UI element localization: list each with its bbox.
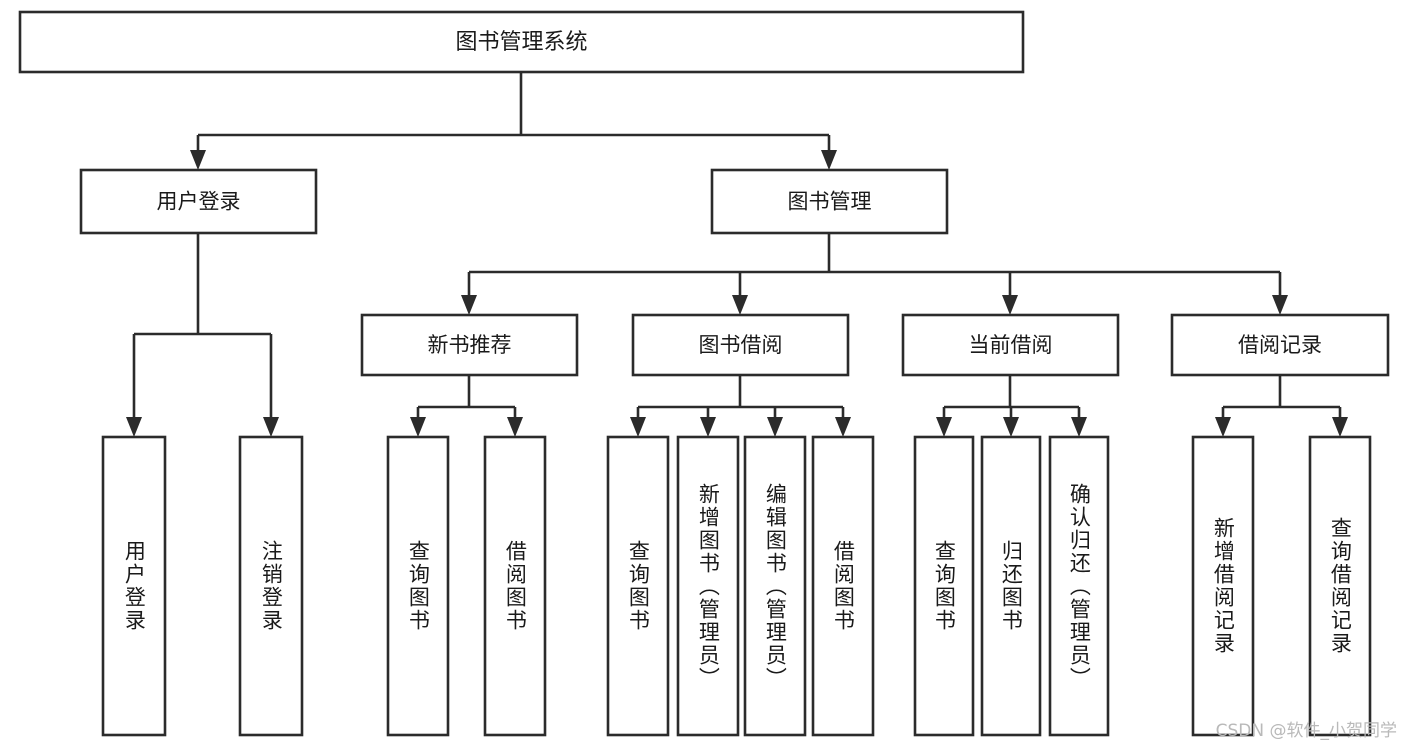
node-box-leaf-add-borrow-record[interactable]: [1191, 435, 1255, 737]
connector-arrowhead: [732, 295, 748, 315]
node-box-user-login[interactable]: [79, 168, 318, 235]
connector-arrowhead: [410, 417, 426, 437]
node-label-user-login: 用户登录: [157, 190, 241, 214]
node-box-leaf-query-book-current[interactable]: [913, 435, 975, 737]
connector-arrowhead: [1002, 295, 1018, 315]
connector-layer: [126, 72, 1348, 437]
connector-arrowhead: [126, 417, 142, 437]
node-box-leaf-edit-book-admin[interactable]: [743, 435, 807, 737]
node-box-leaf-borrow-book[interactable]: [811, 435, 875, 737]
node-box-current-borrow[interactable]: [901, 313, 1120, 377]
connector-arrowhead: [461, 295, 477, 315]
node-box-leaf-borrow-book-recommend[interactable]: [483, 435, 547, 737]
node-layer: [18, 10, 1390, 737]
node-box-leaf-query-borrow-record[interactable]: [1308, 435, 1372, 737]
node-box-leaf-logout-login[interactable]: [238, 435, 304, 737]
node-box-new-book-recommend[interactable]: [360, 313, 579, 377]
node-box-leaf-query-book-recommend[interactable]: [386, 435, 450, 737]
node-box-leaf-add-book-admin[interactable]: [676, 435, 740, 737]
connector-arrowhead: [936, 417, 952, 437]
node-box-borrow-record[interactable]: [1170, 313, 1390, 377]
node-box-leaf-return-book[interactable]: [980, 435, 1042, 737]
node-label-root: 图书管理系统: [455, 30, 587, 55]
connector-arrowhead: [821, 150, 837, 170]
node-label-book-borrow: 图书借阅: [699, 333, 783, 357]
connector-arrowhead: [507, 417, 523, 437]
node-box-leaf-user-login[interactable]: [101, 435, 167, 737]
connector-arrowhead: [263, 417, 279, 437]
node-box-book-manage[interactable]: [710, 168, 949, 235]
connector-arrowhead: [190, 150, 206, 170]
node-box-book-borrow[interactable]: [631, 313, 850, 377]
connector-arrowhead: [700, 417, 716, 437]
node-box-leaf-query-book-borrow[interactable]: [606, 435, 670, 737]
node-label-current-borrow: 当前借阅: [969, 333, 1053, 357]
connector-arrowhead: [1003, 417, 1019, 437]
connector-arrowhead: [767, 417, 783, 437]
node-box-root[interactable]: [18, 10, 1025, 74]
node-label-book-manage: 图书管理: [788, 190, 872, 214]
node-box-leaf-confirm-return-admin[interactable]: [1048, 435, 1110, 737]
connector-arrowhead: [1272, 295, 1288, 315]
connector-arrowhead: [630, 417, 646, 437]
connector-arrowhead: [1071, 417, 1087, 437]
connector-arrowhead: [1332, 417, 1348, 437]
node-label-new-book-recommend: 新书推荐: [428, 333, 512, 357]
connector-arrowhead: [1215, 417, 1231, 437]
connector-arrowhead: [835, 417, 851, 437]
node-label-borrow-record: 借阅记录: [1238, 333, 1322, 357]
watermark-text: CSDN @软件_小贺同学: [1215, 721, 1397, 741]
